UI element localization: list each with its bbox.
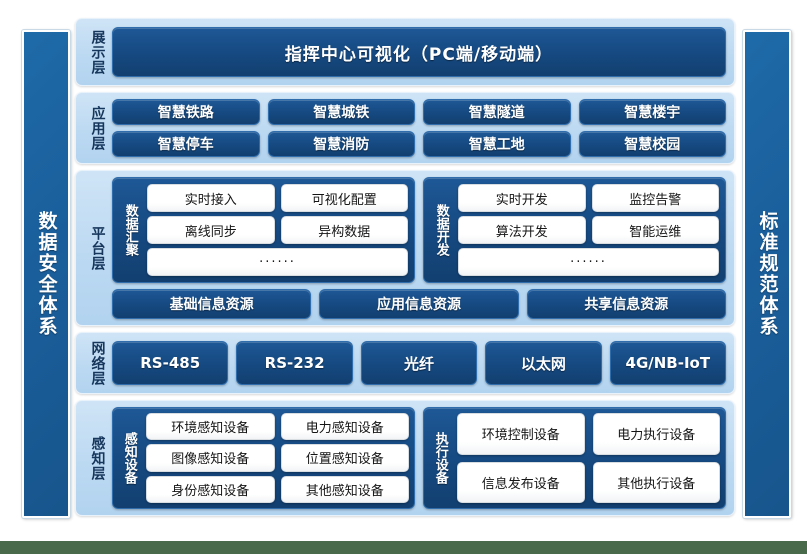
layer-display-body: 指挥中心可视化（PC端/移动端） [112,27,726,77]
platform-resource-item[interactable]: 应用信息资源 [319,289,519,319]
platform-group-data-development: 数据开发 实时开发 监控告警 算法开发 智能运维 ······ [423,177,726,283]
layer-sensing: 感知层 感知设备 环境感知设备 电力感知设备 图像感知设备 位置感知设备 身份感… [75,400,735,516]
platform-item[interactable]: 监控告警 [591,184,719,212]
layer-stack: 展示层 指挥中心可视化（PC端/移动端） 应用层 智慧铁路 智慧城铁 智慧隧道 … [75,18,735,522]
actuator-item[interactable]: 其他执行设备 [592,461,720,503]
application-grid: 智慧铁路 智慧城铁 智慧隧道 智慧楼宇 智慧停车 智慧消防 智慧工地 智慧校园 [112,99,726,157]
platform-group-grid: 实时开发 监控告警 算法开发 智能运维 ······ [458,184,719,276]
platform-resource-item[interactable]: 基础信息资源 [112,289,312,319]
platform-item[interactable]: 智能运维 [591,216,719,244]
layer-display-label: 展示层 [89,29,106,75]
sensing-item[interactable]: 电力感知设备 [280,413,409,441]
layer-application: 应用层 智慧铁路 智慧城铁 智慧隧道 智慧楼宇 智慧停车 智慧消防 智慧工地 智… [75,92,735,164]
layer-application-body: 智慧铁路 智慧城铁 智慧隧道 智慧楼宇 智慧停车 智慧消防 智慧工地 智慧校园 [112,99,726,157]
platform-item[interactable]: 可视化配置 [280,184,408,212]
app-item[interactable]: 智慧城铁 [267,99,415,125]
platform-group-label: 数据开发 [433,204,449,256]
sensing-group-sensors: 感知设备 环境感知设备 电力感知设备 图像感知设备 位置感知设备 身份感知设备 … [112,407,415,509]
app-item[interactable]: 智慧隧道 [423,99,571,125]
platform-resource-item[interactable]: 共享信息资源 [526,289,726,319]
layer-platform-label: 平台层 [89,225,106,271]
network-item[interactable]: RS-485 [112,341,229,385]
display-banner[interactable]: 指挥中心可视化（PC端/移动端） [112,27,726,77]
layer-platform: 平台层 数据汇聚 实时接入 可视化配置 离线同步 异构数据 ······ [75,170,735,326]
layer-sensing-label: 感知层 [89,435,106,481]
app-item[interactable]: 智慧铁路 [112,99,260,125]
sensing-group-grid: 环境控制设备 电力执行设备 信息发布设备 其他执行设备 [457,413,720,503]
sensing-item[interactable]: 图像感知设备 [146,444,275,472]
right-rail-label: 标准规范体系 [756,211,779,337]
left-rail-label: 数据安全体系 [35,211,58,337]
sensing-item[interactable]: 其他感知设备 [280,475,409,503]
right-rail-standards: 标准规范体系 [743,30,791,518]
platform-item-more[interactable]: ······ [458,248,719,276]
platform-group-data-aggregation: 数据汇聚 实时接入 可视化配置 离线同步 异构数据 ······ [112,177,415,283]
platform-item[interactable]: 实时开发 [458,184,586,212]
app-item[interactable]: 智慧停车 [112,131,260,157]
left-rail-data-security: 数据安全体系 [22,30,70,518]
network-item[interactable]: 4G/NB-IoT [609,341,726,385]
platform-resources: 基础信息资源 应用信息资源 共享信息资源 [112,289,726,319]
layer-display: 展示层 指挥中心可视化（PC端/移动端） [75,18,735,86]
network-item[interactable]: 以太网 [485,341,602,385]
platform-group-grid: 实时接入 可视化配置 离线同步 异构数据 ······ [147,184,408,276]
network-grid: RS-485 RS-232 光纤 以太网 4G/NB-IoT [112,341,726,385]
diagram-canvas: 数据安全体系 标准规范体系 展示层 指挥中心可视化（PC端/移动端） 应用层 智… [0,0,807,541]
actuator-item[interactable]: 电力执行设备 [592,413,720,455]
network-item[interactable]: RS-232 [236,341,353,385]
layer-sensing-body: 感知设备 环境感知设备 电力感知设备 图像感知设备 位置感知设备 身份感知设备 … [112,407,726,509]
app-item[interactable]: 智慧工地 [423,131,571,157]
sensing-group-label: 感知设备 [121,432,137,484]
platform-item[interactable]: 异构数据 [280,216,408,244]
sensing-item[interactable]: 身份感知设备 [146,475,275,503]
sensing-item[interactable]: 位置感知设备 [280,444,409,472]
platform-item-more[interactable]: ······ [147,248,408,276]
actuator-item[interactable]: 环境控制设备 [457,413,585,455]
sensing-group-label: 执行设备 [432,432,448,484]
platform-item[interactable]: 算法开发 [458,216,586,244]
layer-network-body: RS-485 RS-232 光纤 以太网 4G/NB-IoT [112,341,726,385]
layer-platform-body: 数据汇聚 实时接入 可视化配置 离线同步 异构数据 ······ 数据开发 [112,177,726,319]
sensing-group-grid: 环境感知设备 电力感知设备 图像感知设备 位置感知设备 身份感知设备 其他感知设… [146,413,409,503]
actuator-item[interactable]: 信息发布设备 [457,461,585,503]
app-item[interactable]: 智慧消防 [267,131,415,157]
sensing-group-actuators: 执行设备 环境控制设备 电力执行设备 信息发布设备 其他执行设备 [423,407,726,509]
layer-application-label: 应用层 [89,105,106,151]
network-item[interactable]: 光纤 [360,341,478,385]
app-item[interactable]: 智慧楼宇 [578,99,726,125]
platform-group-label: 数据汇聚 [122,204,138,256]
platform-item[interactable]: 实时接入 [147,184,275,212]
layer-network-label: 网络层 [89,340,106,386]
app-item[interactable]: 智慧校园 [578,131,726,157]
layer-network: 网络层 RS-485 RS-232 光纤 以太网 4G/NB-IoT [75,332,735,394]
sensing-item[interactable]: 环境感知设备 [146,413,275,441]
platform-item[interactable]: 离线同步 [147,216,275,244]
